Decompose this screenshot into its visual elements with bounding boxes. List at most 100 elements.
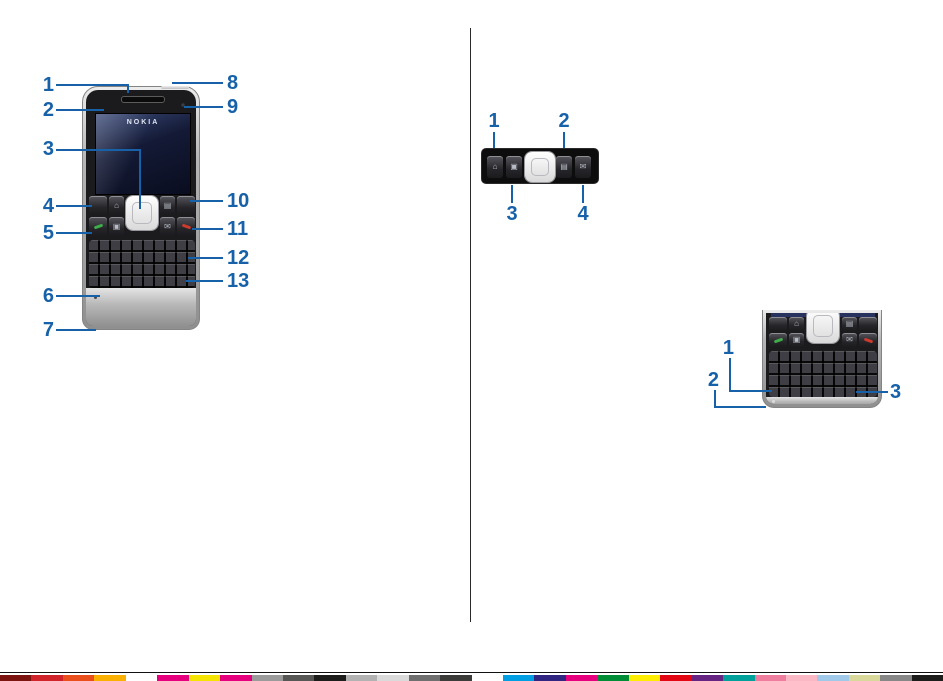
scroll-callout-3-line (511, 185, 513, 203)
front-callout-3: 3 (42, 138, 54, 160)
home-key: ⌂ (109, 196, 124, 215)
display: NOKIA (95, 113, 191, 195)
front-callout-3-line-drop (139, 149, 141, 209)
end-key (177, 217, 195, 236)
print-bar-segment (188, 675, 221, 681)
print-bar-segment (31, 675, 63, 681)
calendar-icon: ▤ (560, 162, 568, 171)
nokia-logo: NOKIA (126, 119, 160, 126)
calendar-key: ▤ (160, 196, 175, 215)
footer-rule (0, 672, 943, 673)
front-callout-1-line (56, 84, 128, 86)
left-selection-key (89, 196, 107, 215)
front-callout-12-line (188, 257, 223, 259)
print-bar-segment (565, 675, 598, 681)
bottom-cover (86, 288, 196, 326)
front-callout-13-line (186, 280, 223, 282)
front-callout-11: 11 (227, 218, 249, 240)
email-icon: ✉ (579, 162, 587, 171)
scroll-key-strip: ⌂ ▣ ▤ ✉ (481, 148, 599, 184)
front-callout-10-line (190, 200, 223, 202)
phone-front: NOKIA ⌂ ▤ ▣ ✉ (82, 86, 200, 330)
print-bar-segment (723, 675, 755, 681)
email-key: ✉ (842, 333, 857, 347)
contacts-icon: ▣ (792, 335, 801, 344)
keyboard-callout-1-line-h (729, 390, 772, 392)
keyboard-callout-3-line (856, 391, 888, 393)
print-bar-segment (628, 675, 661, 681)
email-key: ✉ (575, 156, 591, 178)
navi-scroll-key (126, 196, 158, 230)
keyboard-callout-1-line-v (729, 358, 731, 391)
front-callout-4-line (56, 205, 92, 207)
call-icon (93, 223, 103, 230)
phone-front-face: NOKIA ⌂ ▤ ▣ ✉ (86, 90, 196, 326)
print-bar-segment (691, 675, 724, 681)
contacts-icon: ▣ (112, 221, 121, 231)
front-callout-11-line (192, 228, 223, 230)
print-bar-segment (94, 675, 126, 681)
print-bar-segment (408, 675, 441, 681)
print-bar-segment (911, 675, 943, 681)
print-bar-segment (0, 675, 32, 681)
front-callout-9-line (184, 106, 223, 108)
front-callout-1: 1 (42, 74, 54, 96)
email-icon: ✉ (164, 221, 171, 231)
contacts-key: ▣ (789, 333, 804, 347)
front-callout-5-line (56, 232, 92, 234)
front-callout-6: 6 (42, 285, 54, 307)
end-icon (863, 337, 873, 343)
front-callout-13: 13 (227, 270, 250, 292)
email-key: ✉ (160, 217, 175, 236)
power-key (161, 86, 189, 89)
phone-bottom: ⌂ ▤ ▣ ✉ (762, 310, 882, 408)
print-bar-segment (660, 675, 692, 681)
column-divider (470, 28, 471, 622)
keyboard-callout-2: 2 (707, 369, 719, 391)
bottom-cover (766, 397, 878, 404)
print-bar-segment (754, 675, 786, 681)
front-callout-6-line (56, 295, 100, 297)
contacts-key: ▣ (506, 156, 522, 178)
print-bar-segment (377, 675, 409, 681)
scroll-callout-4-line (582, 185, 584, 203)
calendar-icon: ▤ (845, 319, 854, 328)
front-callout-7: 7 (42, 319, 54, 341)
left-selection-key (769, 317, 787, 331)
print-bar-segment (314, 675, 346, 681)
print-bar-segment (817, 675, 849, 681)
call-icon (773, 337, 783, 343)
print-color-bar (0, 675, 943, 681)
navi-scroll-key (807, 313, 839, 343)
earpiece (121, 96, 165, 103)
print-bar-segment (785, 675, 818, 681)
keyboard-callout-1: 1 (722, 337, 734, 359)
print-bar-segment (471, 675, 503, 681)
right-selection-key (177, 196, 195, 215)
front-callout-5: 5 (42, 222, 54, 244)
scroll-callout-4: 4 (577, 203, 589, 225)
front-callout-8: 8 (227, 72, 239, 94)
front-callout-3-line (56, 149, 140, 151)
front-callout-12: 12 (227, 247, 250, 269)
scroll-callout-2: 2 (558, 110, 570, 132)
print-bar-segment (62, 675, 95, 681)
navi-scroll-key (525, 152, 555, 182)
end-key (859, 333, 877, 347)
print-bar-segment (880, 675, 912, 681)
front-callout-4: 4 (42, 195, 54, 217)
front-callout-8-line (172, 82, 223, 84)
calendar-key: ▤ (556, 156, 572, 178)
scroll-callout-1-line (493, 132, 495, 148)
qwerty-keyboard (769, 351, 877, 397)
print-bar-segment (597, 675, 629, 681)
home-icon: ⌂ (492, 162, 498, 171)
contacts-key: ▣ (109, 217, 124, 236)
print-bar-segment (440, 675, 472, 681)
microphone (772, 400, 775, 403)
home-key: ⌂ (487, 156, 503, 178)
microphone (94, 296, 97, 299)
print-bar-segment (157, 675, 189, 681)
right-selection-key (859, 317, 877, 331)
